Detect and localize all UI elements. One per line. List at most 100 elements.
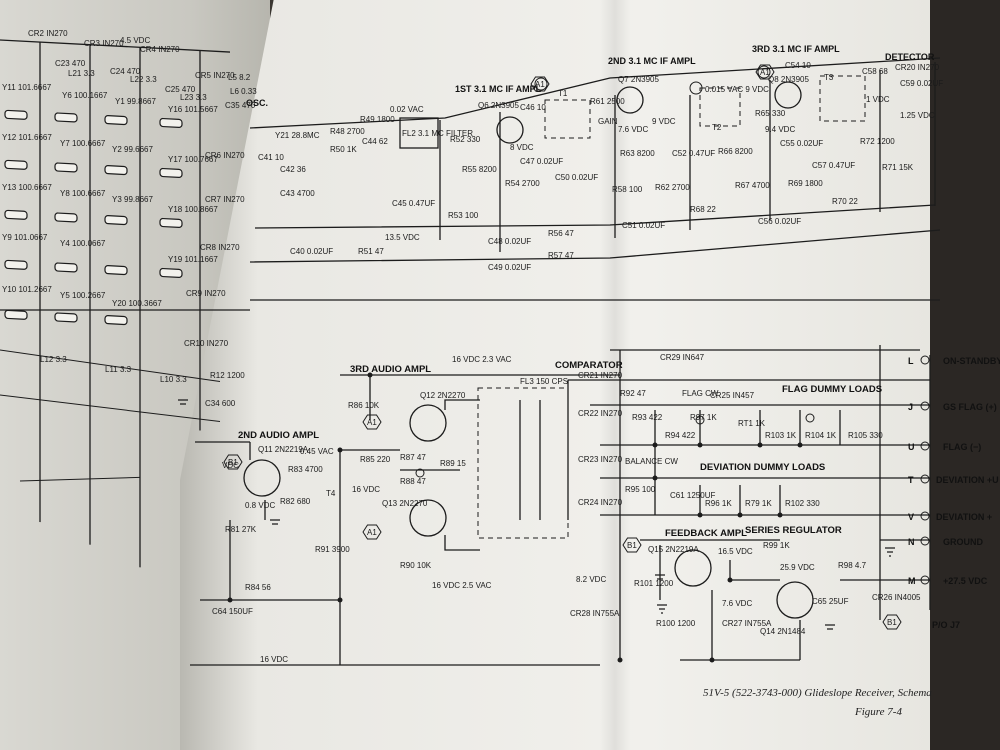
badge-a1: A1 xyxy=(760,68,770,77)
component-label: R103 1K xyxy=(765,431,797,440)
pin-letter: U xyxy=(908,442,915,452)
component-label: Y21 28.8MC xyxy=(275,131,320,140)
label: C23 470 xyxy=(55,59,86,68)
component-label: R94 422 xyxy=(665,431,696,440)
component-label: 1 VDC xyxy=(866,95,890,104)
component-label: R90 10K xyxy=(400,561,432,570)
component-label: 7.6 VDC xyxy=(618,125,648,134)
component-label: R62 2700 xyxy=(655,183,690,192)
label: Y8 100.6667 xyxy=(60,189,106,198)
component-label: FL2 3.1 MC FILTER xyxy=(402,129,473,138)
label: C34 600 xyxy=(205,399,236,408)
component-label: R67 4700 xyxy=(735,181,770,190)
section-feedback: FEEDBACK AMPL xyxy=(665,528,747,539)
component-label: R96 1K xyxy=(705,499,732,508)
component-label: C40 0.02UF xyxy=(290,247,333,256)
label: 4.5 VDC xyxy=(120,36,150,45)
connector-j7: L ON-STANDBY J GS FLAG (+) U FLAG (−) T … xyxy=(908,355,1000,630)
component-label: T3 xyxy=(824,73,834,82)
label: Y20 100.3667 xyxy=(112,299,162,308)
component-label: R87 47 xyxy=(400,453,426,462)
component-label: R83 4700 xyxy=(288,465,323,474)
component-label: R58 100 xyxy=(612,185,643,194)
component-label: C64 150UF xyxy=(212,607,253,616)
component-label: R91 3900 xyxy=(315,545,350,554)
pin-label: FLAG (−) xyxy=(943,442,981,452)
component-label: R53 100 xyxy=(448,211,479,220)
label: CR4 IN270 xyxy=(140,45,180,54)
component-label: 9 VDC xyxy=(652,117,676,126)
component-label: C48 0.02UF xyxy=(488,237,531,246)
component-label: C52 0.47UF xyxy=(672,149,715,158)
label: Y19 101.1667 xyxy=(168,255,218,264)
label: Y13 100.6667 xyxy=(2,183,52,192)
component-label: 16 VDC xyxy=(352,485,380,494)
label: Y17 100.7667 xyxy=(168,155,218,164)
component-label: 0.8 VDC xyxy=(245,501,275,510)
figure-caption: 51V-5 (522-3743-000) Glideslope Receiver… xyxy=(703,687,932,718)
label: Y2 99.6667 xyxy=(112,145,153,154)
label: L21 3.3 xyxy=(68,69,95,78)
label: L10 3.3 xyxy=(160,375,187,384)
component-label: R85 220 xyxy=(360,455,391,464)
component-label: R48 2700 xyxy=(330,127,365,136)
component-label: R92 47 xyxy=(620,389,646,398)
component-label: C45 0.47UF xyxy=(392,199,435,208)
caption-title: 51V-5 (522-3743-000) Glideslope Receiver… xyxy=(703,687,932,699)
component-label: T2 xyxy=(712,123,722,132)
component-label: C59 0.02UF xyxy=(900,79,943,88)
component-label: 25.9 VDC xyxy=(780,563,815,572)
component-label: Q15 2N2219A xyxy=(648,545,699,554)
component-label: Q6 2N3905 xyxy=(478,101,519,110)
label: L23 3.3 xyxy=(180,93,207,102)
component-label: C61 1250UF xyxy=(670,491,715,500)
component-label: 7.6 VDC xyxy=(722,599,752,608)
badge-b1: B1 xyxy=(627,541,637,550)
section-regulator: SERIES REGULATOR xyxy=(745,525,842,536)
if-strip-wiring xyxy=(0,57,941,311)
component-label: CR25 IN457 xyxy=(710,391,755,400)
if-strip-labels: 1ST 3.1 MC IF AMPL 2ND 3.1 MC IF AMPL 3R… xyxy=(258,44,943,272)
component-label: R66 8200 xyxy=(718,147,753,156)
section-if1: 1ST 3.1 MC IF AMPL xyxy=(455,84,542,94)
component-label: Q13 2N2270 xyxy=(382,499,428,508)
label: Y3 99.8667 xyxy=(112,195,153,204)
label: CR6 IN270 xyxy=(205,151,245,160)
component-label: CR21 IN270 xyxy=(578,371,623,380)
component-label: 16.5 VDC xyxy=(718,547,753,556)
pin-letter: V xyxy=(908,512,914,522)
component-label: R105 330 xyxy=(848,431,883,440)
component-label: C65 25UF xyxy=(812,597,849,606)
label: Y9 101.0667 xyxy=(2,233,48,242)
component-label: C50 0.02UF xyxy=(555,173,598,182)
component-label: CR24 IN270 xyxy=(578,498,623,507)
label: Y18 100.8667 xyxy=(168,205,218,214)
label: L5 8.2 xyxy=(228,73,251,82)
component-label: R97 1K xyxy=(690,413,717,422)
component-label: R86 10K xyxy=(348,401,380,410)
component-label: C57 0.47UF xyxy=(812,161,855,170)
component-label: GAIN xyxy=(598,117,618,126)
pin-label: GROUND xyxy=(943,537,983,547)
component-label: CR20 IN270 xyxy=(895,63,940,72)
component-label: CR23 IN270 xyxy=(578,455,623,464)
section-flag-loads: FLAG DUMMY LOADS xyxy=(782,384,882,395)
component-label: R98 4.7 xyxy=(838,561,867,570)
audio-labels: 3RD AUDIO AMPL 2ND AUDIO AMPL COMPARATOR… xyxy=(212,353,921,664)
label: CR5 IN270 xyxy=(195,71,235,80)
component-label: 0.45 VAC xyxy=(300,447,334,456)
pin-letter: M xyxy=(908,576,916,586)
component-label: R95 100 xyxy=(625,485,656,494)
label: L11 3.3 xyxy=(105,365,132,374)
component-label: T4 xyxy=(326,489,336,498)
component-label: 16 VDC xyxy=(260,655,288,664)
component-label: CR22 IN270 xyxy=(578,409,623,418)
pin-label: ON-STANDBY xyxy=(943,356,1000,366)
section-detector: DETECTOR xyxy=(885,52,935,62)
component-label: R79 1K xyxy=(745,499,772,508)
component-label: R88 47 xyxy=(400,477,426,486)
component-label: R50 1K xyxy=(330,145,357,154)
label: Y6 100.1667 xyxy=(62,91,108,100)
hex-badges: A1 A1 A1 A1 B1 B1 B1 xyxy=(223,64,902,630)
label: Y16 101.5667 xyxy=(168,105,218,114)
